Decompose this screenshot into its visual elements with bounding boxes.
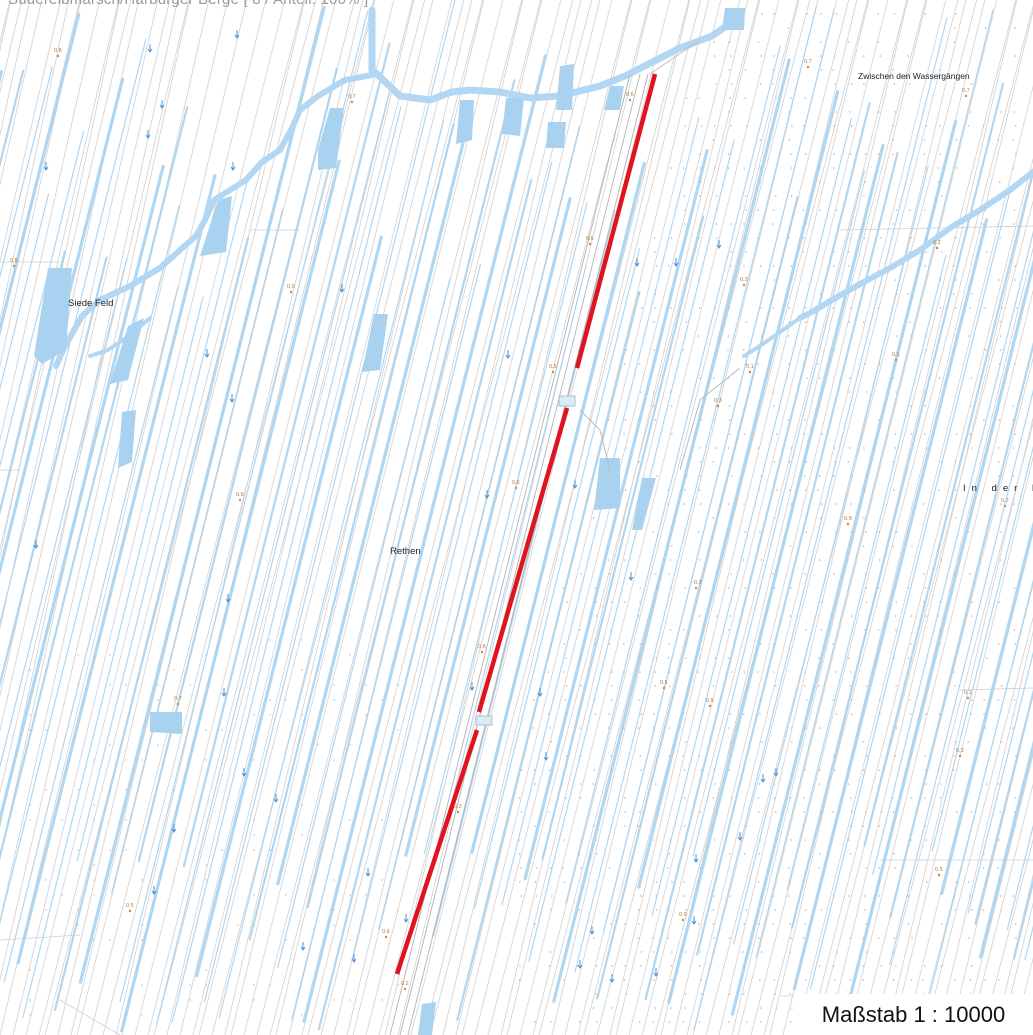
elevation-label: 0.9 <box>287 284 295 290</box>
map-header: Süderelbmarsch/Harburger Berge [ 8 / Ant… <box>8 0 368 8</box>
elevation-label: 0.6 <box>586 236 594 242</box>
elevation-label: 0.5 <box>126 903 134 909</box>
crossings <box>475 39 741 726</box>
elevation-point: 0.9 <box>236 492 244 502</box>
elevation-point: 0.5 <box>706 698 714 708</box>
elevation-point: 0.8 <box>478 644 486 654</box>
elevation-label: 0.7 <box>348 94 356 100</box>
elevation-label: 0.5 <box>660 680 668 686</box>
elevation-label: 0.6 <box>512 480 520 486</box>
scale-label: Maßstab 1 : 10000 <box>821 1001 1006 1027</box>
elevation-label: 0.1 <box>935 867 943 873</box>
elevation-label: 0.5 <box>10 258 18 264</box>
route-segment-north <box>574 73 658 369</box>
route-segment-middle <box>476 407 570 713</box>
elevation-point: 0.6 <box>512 480 520 490</box>
elevation-point: 0.5 <box>844 516 852 526</box>
elevation-label: 0.2 <box>401 981 409 987</box>
elevation-label: 0.2 <box>933 240 941 246</box>
elevation-label: 0.7 <box>962 88 970 94</box>
place-label-siede-feld: Siede Feld <box>68 298 113 309</box>
elevation-point: 0.5 <box>126 903 134 913</box>
elevation-point: 0.2 <box>401 981 409 991</box>
ponds <box>34 8 745 1035</box>
elevation-label: 0.6 <box>382 929 390 935</box>
elevation-label: 0.3 <box>454 804 462 810</box>
place-label-in-der-r: In der R <box>963 483 1033 494</box>
elevation-point: 0.6 <box>626 92 634 102</box>
elevation-point: 0.6 <box>586 236 594 246</box>
elevation-label: 0.8 <box>54 48 62 54</box>
elevation-point: 0.7 <box>348 94 356 104</box>
elevation-label: 0.1 <box>964 690 972 696</box>
elevation-label: 0.3 <box>714 398 722 404</box>
elevation-label: 0.6 <box>626 92 634 98</box>
place-label-rethen: Rethen <box>390 546 421 557</box>
elevation-point: 0.7 <box>174 696 182 706</box>
elevation-label: 0.1 <box>746 364 754 370</box>
elevation-point: 0.8 <box>54 48 62 58</box>
elevation-point: 0.3 <box>740 277 748 287</box>
elevation-label: 0.8 <box>478 644 486 650</box>
elevation-point: 0.3 <box>454 804 462 814</box>
elevation-point: 0.5 <box>660 680 668 690</box>
elevation-point: 0.2 <box>1001 498 1009 508</box>
elevation-label: 0.7 <box>804 59 812 65</box>
elevation-point: 0.7 <box>804 59 812 69</box>
elevation-point: 0.5 <box>549 364 557 374</box>
place-label-zwischen-den-wassergaengen: Zwischen den Wassergängen <box>858 71 970 81</box>
elevation-point: 0.2 <box>933 240 941 250</box>
elevation-label: -0.3 <box>692 580 701 586</box>
elevation-label: 0.2 <box>1001 498 1009 504</box>
route-segment-south <box>394 729 480 975</box>
elevation-point: 0.5 <box>10 258 18 268</box>
meadow-symbols <box>29 13 1018 1023</box>
elevation-label: 0.9 <box>236 492 244 498</box>
elevation-point: 0.1 <box>964 690 972 700</box>
elevation-label: 0.5 <box>844 516 852 522</box>
elevation-points: 0.8 0.7 0.6 0.7 0.7 0.5 0.6 0.9 0.2 0.3 0.1 0.1 0.3 0… <box>10 48 1009 991</box>
elevation-point: 0.3 <box>714 398 722 408</box>
elevation-label: 0.5 <box>706 698 714 704</box>
flow-arrows <box>33 30 779 983</box>
elevation-point: 0.6 <box>382 929 390 939</box>
elevation-point: 0.9 <box>679 912 687 922</box>
elevation-point: 0.1 <box>935 867 943 877</box>
elevation-point: 0.1 <box>746 364 754 374</box>
elevation-point: 0.1 <box>892 352 900 362</box>
elevation-point: -0.3 <box>692 580 701 590</box>
elevation-label: 0.3 <box>956 748 964 754</box>
elevation-label: 0.1 <box>892 352 900 358</box>
elevation-point: 0.3 <box>956 748 964 758</box>
highlighted-route <box>394 73 658 975</box>
elevation-label: 0.7 <box>174 696 182 702</box>
elevation-label: 0.5 <box>549 364 557 370</box>
elevation-point: 0.7 <box>962 88 970 98</box>
elevation-point: 0.9 <box>287 284 295 294</box>
elevation-label: 0.3 <box>740 277 748 283</box>
scale-box: Maßstab 1 : 10000 <box>794 994 1033 1035</box>
elevation-label: 0.9 <box>679 912 687 918</box>
